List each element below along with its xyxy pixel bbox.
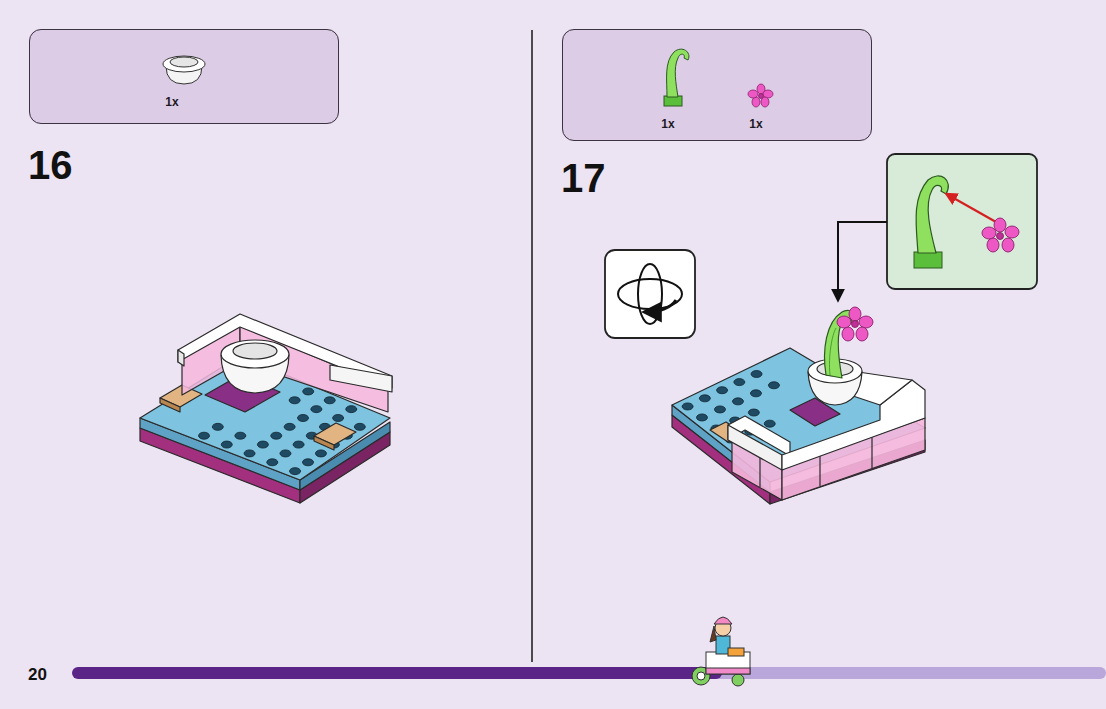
parts-list-box: 1x — [29, 29, 339, 124]
page-number: 20 — [28, 666, 47, 683]
part-quantity: 1x — [165, 96, 178, 108]
progress-bar-fill — [72, 667, 722, 679]
parts-box-fill — [562, 29, 872, 141]
step16-model — [140, 314, 392, 503]
step17-model — [672, 307, 925, 504]
part-quantity: 1x — [661, 118, 674, 130]
step-divider — [531, 30, 533, 662]
white-dome-part — [163, 56, 205, 84]
parts-box-fill — [29, 29, 339, 124]
flower-part — [748, 84, 773, 107]
progress-figure — [692, 617, 750, 686]
rotate-model-icon — [605, 250, 695, 338]
part-quantity: 1x — [749, 118, 762, 130]
assembly-callout — [838, 154, 1037, 300]
plant-stem-part — [664, 49, 689, 106]
step-number: 17 — [561, 158, 606, 198]
parts-list-box: 1x 1x — [562, 29, 872, 141]
step-number: 16 — [28, 145, 73, 185]
